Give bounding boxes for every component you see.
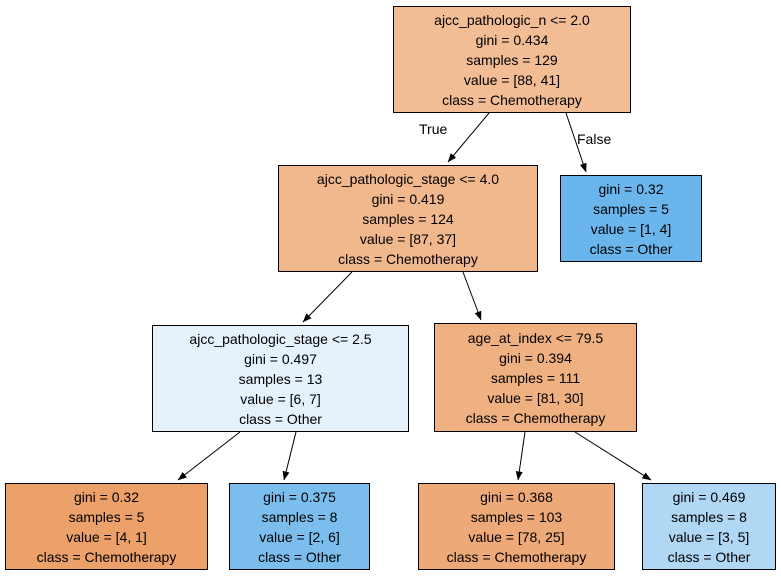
tree-leaf-value-1-4: gini = 0.32 samples = 5 value = [1, 4] c…: [560, 175, 702, 262]
edge-label-true: True: [419, 121, 448, 137]
node-split-condition: ajcc_pathologic_stage <= 2.5: [189, 330, 372, 347]
node-gini: gini = 0.469: [672, 488, 746, 505]
tree-node-root: ajcc_pathologic_n <= 2.0 gini = 0.434 sa…: [393, 6, 631, 113]
node-class: class = Chemotherapy: [338, 250, 478, 267]
node-split-condition: age_at_index <= 79.5: [467, 329, 604, 346]
tree-edge-root-to-stage4: [447, 112, 490, 163]
node-samples: samples = 5: [68, 508, 145, 525]
edge-label-false: False: [577, 131, 612, 147]
node-samples: samples = 13: [238, 370, 323, 387]
node-class: class = Chemotherapy: [446, 548, 587, 565]
node-class: class = Chemotherapy: [442, 91, 582, 108]
node-class: class = Chemotherapy: [36, 548, 177, 565]
node-samples: samples = 5: [593, 200, 669, 217]
tree-edge-root-to-leaf14: [565, 112, 587, 173]
tree-edge-stage25-to-leaf41: [177, 431, 241, 481]
node-split-condition: ajcc_pathologic_stage <= 4.0: [316, 170, 500, 187]
node-value: value = [2, 6]: [259, 528, 340, 545]
node-samples: samples = 124: [362, 210, 454, 227]
tree-edge-stage4-to-age: [462, 271, 482, 321]
node-gini: gini = 0.32: [74, 488, 139, 505]
node-samples: samples = 103: [470, 508, 563, 525]
tree-edge-stage4-to-stage25: [302, 271, 353, 323]
node-class: class = Other: [589, 240, 673, 257]
node-class: class = Other: [667, 548, 751, 565]
tree-leaf-value-4-1: gini = 0.32 samples = 5 value = [4, 1] c…: [5, 483, 208, 570]
node-value: value = [1, 4]: [590, 220, 672, 237]
node-gini: gini = 0.375: [263, 488, 336, 505]
node-value: value = [78, 25]: [468, 528, 565, 545]
tree-leaf-value-2-6: gini = 0.375 samples = 8 value = [2, 6] …: [229, 483, 370, 570]
tree-leaf-value-78-25: gini = 0.368 samples = 103 value = [78, …: [418, 483, 615, 570]
node-class: class = Other: [258, 548, 341, 565]
node-gini: gini = 0.368: [480, 488, 553, 505]
node-gini: gini = 0.394: [499, 349, 572, 366]
node-samples: samples = 8: [261, 508, 338, 525]
node-value: value = [81, 30]: [487, 389, 584, 406]
node-class: class = Other: [239, 410, 322, 427]
node-samples: samples = 8: [671, 508, 747, 525]
node-value: value = [3, 5]: [668, 528, 750, 545]
tree-edge-stage25-to-leaf26: [282, 431, 297, 481]
node-samples: samples = 129: [466, 51, 558, 68]
tree-edge-age-to-leaf7825: [515, 431, 526, 481]
tree-node-age-le-79-5: age_at_index <= 79.5 gini = 0.394 sample…: [434, 323, 637, 432]
node-samples: samples = 111: [490, 369, 581, 386]
node-split-condition: ajcc_pathologic_n <= 2.0: [434, 11, 590, 28]
tree-node-stage-le-2-5: ajcc_pathologic_stage <= 2.5 gini = 0.49…: [152, 325, 409, 432]
node-value: value = [6, 7]: [240, 390, 321, 407]
tree-leaf-value-3-5: gini = 0.469 samples = 8 value = [3, 5] …: [642, 483, 776, 570]
node-value: value = [4, 1]: [66, 528, 147, 545]
node-gini: gini = 0.32: [598, 180, 664, 197]
node-gini: gini = 0.497: [244, 350, 317, 367]
tree-edge-age-to-leaf35: [574, 431, 652, 481]
node-class: class = Chemotherapy: [465, 409, 606, 426]
node-gini: gini = 0.419: [371, 190, 445, 207]
node-value: value = [87, 37]: [359, 230, 457, 247]
node-value: value = [88, 41]: [463, 71, 561, 88]
node-gini: gini = 0.434: [475, 31, 549, 48]
tree-node-stage-le-4: ajcc_pathologic_stage <= 4.0 gini = 0.41…: [278, 165, 538, 272]
